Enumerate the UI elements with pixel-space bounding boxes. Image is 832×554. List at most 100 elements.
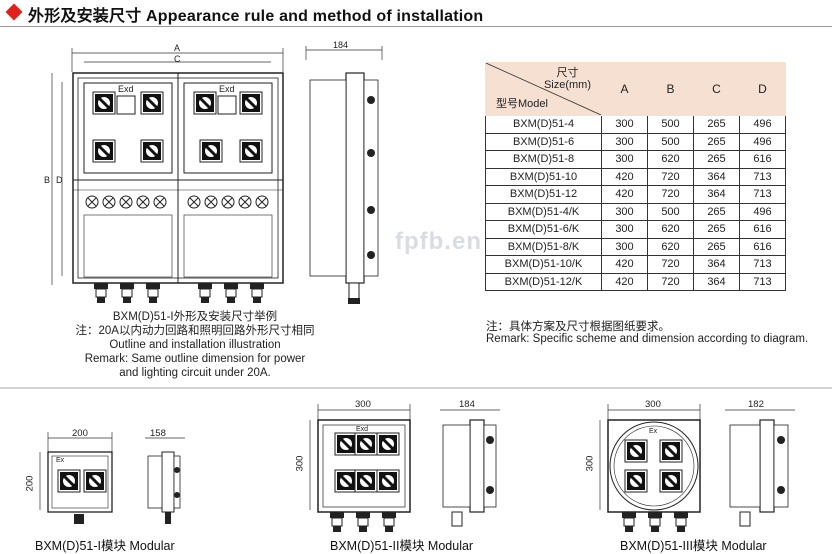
dimension-a [71, 48, 284, 72]
cell-d: 616 [739, 237, 786, 256]
cell-a: 300 [601, 220, 648, 239]
cell-a: 420 [601, 255, 648, 274]
module-3-depth: 182 [748, 399, 764, 410]
col-header-b: B [647, 62, 694, 116]
cell-c: 265 [693, 220, 740, 239]
cell-c: 364 [693, 167, 740, 186]
caption-line-5: and lighting circuit under 20A. [119, 367, 271, 379]
cell-a: 300 [601, 150, 648, 169]
cell-b: 620 [647, 220, 694, 239]
cell-d: 713 [739, 167, 786, 186]
cell-b: 500 [647, 132, 694, 151]
cell-d: 616 [739, 220, 786, 239]
header-rule [0, 26, 832, 27]
table-note-en: Remark: Specific scheme and dimension ac… [486, 333, 809, 345]
module-1-ex: Ex [56, 457, 65, 464]
model-label: 型号Model [496, 98, 548, 110]
cell-a: 420 [601, 167, 648, 186]
module-1-caption: BXM(D)51-I模块 Modular [35, 539, 175, 553]
corner-diagonal [486, 63, 601, 115]
cell-b: 500 [647, 202, 694, 221]
dim-label-d: D [56, 175, 63, 185]
cell-model: BXM(D)51-10 [485, 167, 602, 186]
cell-d: 713 [739, 255, 786, 274]
cell-d: 616 [739, 150, 786, 169]
module-2-caption: BXM(D)51-II模块 Modular [330, 539, 474, 553]
module-2-depth: 184 [459, 399, 475, 410]
cell-d: 713 [739, 272, 786, 291]
cell-b: 620 [647, 237, 694, 256]
size-en: Size(mm) [543, 79, 591, 91]
dim-label-b: B [44, 175, 51, 185]
cell-a: 300 [601, 132, 648, 151]
table-note-cn: 注：具体方案及尺寸根据图纸要求。 [486, 321, 670, 333]
cell-a: 300 [601, 115, 648, 134]
cell-a: 300 [601, 237, 648, 256]
cell-b: 720 [647, 167, 694, 186]
module-3-ex: Ex [649, 428, 658, 435]
cell-c: 265 [693, 132, 740, 151]
cell-model: BXM(D)51-4/K [485, 202, 602, 221]
module-2-height: 300 [294, 455, 306, 472]
cell-a: 300 [601, 202, 648, 221]
cell-b: 720 [647, 255, 694, 274]
cell-d: 496 [739, 132, 786, 151]
module-3-height: 300 [584, 455, 596, 472]
cell-model: BXM(D)51-12 [485, 185, 602, 204]
cell-d: 496 [739, 115, 786, 134]
cell-a: 420 [601, 272, 648, 291]
module-1-width: 200 [72, 428, 88, 439]
dimension-b [51, 73, 63, 285]
size-cn: 尺寸 [556, 67, 579, 79]
module-2-exd: Exd [356, 426, 369, 433]
cell-b: 500 [647, 115, 694, 134]
col-header-c: C [693, 62, 740, 116]
cell-c: 265 [693, 202, 740, 221]
cell-model: BXM(D)51-6/K [485, 220, 602, 239]
caption-line-1: BXM(D)51-I外形及安装尺寸举例 [112, 311, 278, 323]
main-enclosure-front [72, 72, 284, 304]
col-header-a: A [601, 62, 648, 116]
cell-model: BXM(D)51-10/K [485, 255, 602, 274]
cell-d: 713 [739, 185, 786, 204]
cell-c: 364 [693, 255, 740, 274]
caption-line-2: 注：20A以内动力回路和照明回路外形尺寸相同 [75, 325, 315, 337]
dim-label-side: 184 [333, 40, 349, 50]
cell-c: 265 [693, 237, 740, 256]
caption-line-3: Outline and installation illustration [109, 339, 281, 351]
cell-d: 496 [739, 202, 786, 221]
dim-label-a: A [174, 43, 181, 53]
module-1-drawing [39, 432, 185, 524]
section-header: 外形及安装尺寸 Appearance rule and method of in… [0, 0, 832, 27]
main-caption: BXM(D)51-I外形及安装尺寸举例 注：20A以内动力回路和照明回路外形尺寸… [70, 310, 320, 380]
watermark: fpfb.en [395, 228, 482, 255]
module-3-drawing [599, 404, 795, 533]
cell-model: BXM(D)51-6 [485, 132, 602, 151]
module-3-width: 300 [645, 399, 661, 410]
col-header-d: D [739, 62, 786, 116]
caption-line-4: Remark: Same outline dimension for power [84, 353, 306, 365]
cell-model: BXM(D)51-12/K [485, 272, 602, 291]
cell-a: 420 [601, 185, 648, 204]
exd-label-left: Exd [118, 84, 134, 94]
cell-model: BXM(D)51-8 [485, 150, 602, 169]
module-3-caption: BXM(D)51-III模块 Modular [620, 539, 767, 553]
cell-c: 364 [693, 185, 740, 204]
cell-c: 265 [693, 115, 740, 134]
module-2-drawing [309, 404, 500, 533]
cell-c: 364 [693, 272, 740, 291]
cell-b: 720 [647, 185, 694, 204]
main-enclosure-side [305, 46, 383, 304]
